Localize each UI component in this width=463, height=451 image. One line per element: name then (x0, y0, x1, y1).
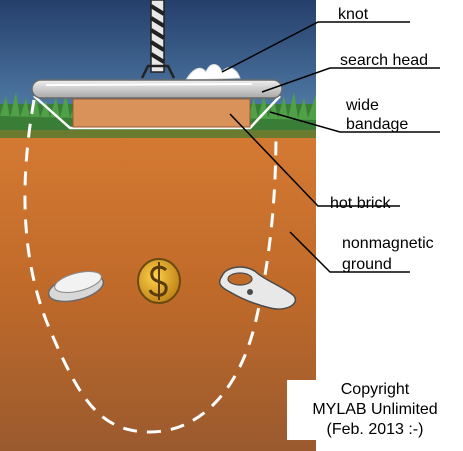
label-knot: knot (338, 6, 369, 23)
label-wide: wide (346, 97, 379, 114)
label-hot-brick: hot brick (330, 195, 391, 212)
label-bandage: bandage (346, 116, 409, 133)
copyright-line-1: Copyright (340, 381, 410, 398)
bandage-wrap (33, 95, 281, 130)
copyright-line-2: MYLAB Unlimited (312, 401, 438, 418)
leader-lines (221, 21, 440, 273)
knot (185, 64, 241, 81)
copyright-notice: Copyright MYLAB Unlimited (Feb. 2013 :-) (287, 380, 463, 440)
leader-hot-brick (229, 113, 400, 207)
detector-shaft (140, 0, 176, 79)
leader-ground (289, 231, 410, 273)
hot-brick (72, 98, 251, 128)
search-head (31, 79, 283, 99)
label-ground: ground (342, 256, 392, 273)
coin-icon (137, 258, 181, 304)
pull-tab-icon (218, 266, 297, 310)
copyright-line-3: (Feb. 2013 :-) (326, 421, 424, 438)
leader-search-head (261, 67, 440, 93)
label-search-head: search head (340, 52, 429, 69)
leader-wide-bandage (269, 111, 440, 133)
bottle-cap-icon (47, 271, 105, 303)
leader-knot (221, 21, 410, 73)
detection-field-path (23, 99, 278, 434)
grass-edge (0, 130, 316, 138)
label-nonmagnetic: nonmagnetic (342, 235, 434, 252)
